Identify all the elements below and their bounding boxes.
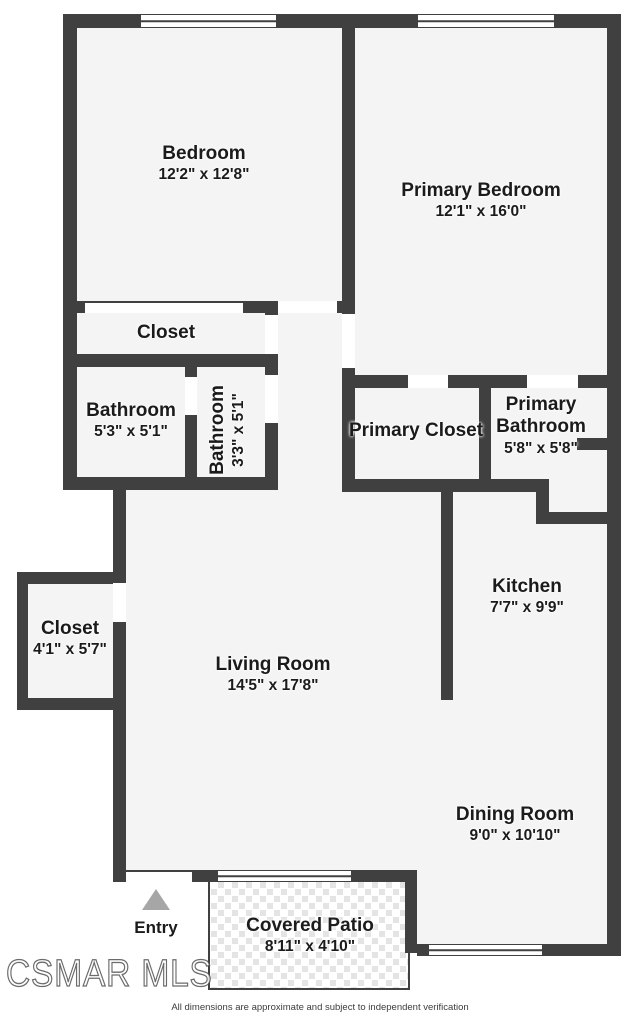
wall-bedrooms-divider (342, 14, 355, 492)
room-label-kitchen: Kitchen 7'7" x 9'9" (490, 576, 564, 618)
wall-hall-closet-bottom (63, 354, 278, 367)
bedroom-closet-slider (85, 301, 243, 313)
floor-dining (417, 870, 607, 944)
room-name: Closet (136, 321, 196, 343)
room-name: Kitchen (492, 576, 562, 598)
wall-shower-stub (577, 438, 621, 450)
entry-arrow-icon (142, 889, 170, 910)
room-dims: 12'2" x 12'8" (158, 166, 250, 184)
room-dims: 8'11" x 4'10" (264, 938, 356, 956)
room-label-primary-closet: Primary Closet (349, 420, 483, 442)
wall-bathrooms-bottom (63, 477, 278, 490)
floor-left-closet (28, 583, 113, 698)
room-name: Bedroom (162, 143, 246, 165)
room-name: Covered Patio (246, 915, 374, 937)
wall-primary-closet-bath-divider (479, 388, 491, 492)
room-label-closet: Closet 4'1" x 5'7" (33, 618, 107, 660)
wall-left-exterior (63, 14, 77, 490)
room-label-dining-room: Dining Room 9'0" x 10'10" (456, 804, 574, 846)
disclaimer: All dimensions are approximate and subje… (171, 1002, 469, 1013)
room-dims: 9'0" x 10'10" (469, 827, 561, 845)
room-label-bathroom: Bathroom 5'3" x 5'1" (86, 400, 176, 442)
room-name: Bathroom (86, 400, 176, 422)
room-label-hall-closet: Closet (137, 322, 195, 344)
room-label-primary-bathroom: Primary Bathroom 5'8" x 5'8" (485, 394, 597, 458)
bathroom-door-opening (185, 377, 197, 415)
bedroom-window (140, 14, 277, 28)
room-name: Bathroom (207, 385, 229, 475)
left-closet-door-opening (113, 583, 126, 622)
floor-main (126, 479, 607, 870)
wall-kitchen-left (441, 484, 453, 700)
primary-bedroom-door-opening (342, 314, 355, 368)
room-dims: 4'1" x 5'7" (33, 641, 107, 659)
room-name: Closet (40, 618, 100, 640)
wall-right-exterior (607, 14, 621, 956)
primary-bathroom-door-opening (527, 375, 578, 388)
watermark: CSMAR MLS (5, 952, 213, 995)
hall-closet-opening (265, 315, 278, 354)
room-dims: 14'5" x 17'8" (227, 677, 319, 695)
room-label-bedroom: Bedroom 12'2" x 12'8" (158, 143, 249, 185)
room-name: Primary Closet (348, 419, 484, 441)
room-dims: 3'3" x 5'1" (230, 393, 248, 467)
wall-patio-right (405, 870, 417, 953)
room-dims: 12'1" x 16'0" (435, 203, 527, 221)
room-label-living-room: Living Room 14'5" x 17'8" (215, 654, 330, 696)
primary-bedroom-window (417, 14, 555, 28)
wall-living-left (113, 477, 126, 882)
living-room-slider-window (217, 870, 352, 882)
primary-closet-door-opening (408, 375, 448, 388)
wall-shower-bottom (536, 512, 621, 524)
room-name: Dining Room (455, 804, 575, 826)
wall-left-closet-top (17, 572, 126, 584)
room-name: Primary Bedroom (401, 180, 561, 202)
room-dims: 5'8" x 5'8" (504, 439, 578, 457)
wall-left-closet-bottom (17, 698, 126, 710)
room-dims: 5'3" x 5'1" (94, 423, 168, 441)
room-name: Living Room (215, 654, 331, 676)
room-dims: 7'7" x 9'9" (490, 599, 564, 617)
covered-patio-area (208, 880, 410, 990)
room-label-covered-patio: Covered Patio 8'11" x 4'10" (246, 915, 374, 957)
room-label-primary-bedroom: Primary Bedroom 12'1" x 16'0" (401, 180, 560, 222)
wall-primary-bottom (342, 375, 621, 388)
room-label-bathroom-small: Bathroom 3'3" x 5'1" (207, 385, 249, 475)
dining-room-window (428, 944, 543, 956)
entry-label: Entry (134, 918, 178, 937)
small-bathroom-door-opening (265, 375, 278, 423)
entry-door-opening (126, 870, 192, 882)
bedroom-door-opening (278, 301, 337, 313)
room-name: Primary Bathroom (496, 393, 586, 438)
wall-left-closet-left (17, 572, 28, 710)
